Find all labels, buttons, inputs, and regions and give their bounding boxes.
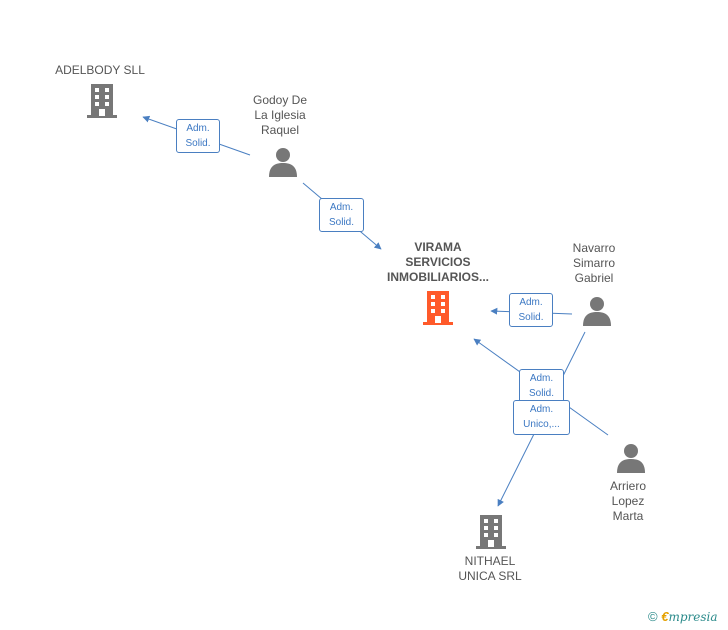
relation-line: Adm.: [529, 373, 554, 384]
node-label-virama: VIRAMA SERVICIOS INMOBILIARIOS...: [368, 240, 508, 285]
node-label-line: ADELBODY SLL: [55, 63, 145, 77]
node-label-line: Arriero: [609, 479, 646, 493]
brand-name: mpresia: [668, 610, 718, 624]
brand-logo[interactable]: © €mpresia: [648, 609, 718, 624]
relation-line: Solid.: [328, 217, 354, 228]
node-label-line: Lopez: [611, 494, 645, 508]
building-icon-main: [423, 291, 453, 325]
relation-line: Adm.: [186, 123, 210, 134]
node-label-line: SERVICIOS: [405, 255, 471, 269]
person-icon: [269, 148, 297, 177]
relation-badge[interactable]: Adm. Solid.: [519, 369, 564, 403]
brand-e: €: [661, 609, 669, 624]
relation-line: Solid.: [518, 312, 544, 323]
relation-line: Adm.: [529, 404, 554, 415]
relation-line: Adm.: [329, 202, 354, 213]
node-label-line: VIRAMA: [414, 240, 462, 254]
node-label-adelbody: ADELBODY SLL: [30, 63, 170, 78]
node-label-line: NITHAEL: [464, 554, 516, 568]
node-label-line: Raquel: [260, 123, 300, 137]
node-label-line: Gabriel: [574, 271, 614, 285]
node-label-line: Godoy De: [252, 93, 308, 107]
node-label-line: La Iglesia: [254, 108, 306, 122]
node-label-arriero: Arriero Lopez Marta: [578, 479, 678, 524]
relation-line: Solid.: [185, 138, 211, 149]
relation-line: Solid.: [528, 388, 554, 399]
building-icon: [476, 515, 506, 549]
relation-badge[interactable]: Adm. Unico,...: [513, 400, 570, 435]
node-label-nithael: NITHAEL UNICA SRL: [430, 554, 550, 584]
relation-badge[interactable]: Adm. Solid.: [319, 198, 364, 232]
node-label-line: Marta: [612, 509, 644, 523]
person-icon: [583, 297, 611, 326]
person-icon: [617, 444, 645, 473]
relation-badge[interactable]: Adm. Solid.: [176, 119, 220, 153]
node-label-line: Simarro: [572, 256, 615, 270]
node-label-godoy: Godoy De La Iglesia Raquel: [220, 93, 340, 138]
node-label-line: UNICA SRL: [458, 569, 522, 583]
relation-badge[interactable]: Adm. Solid.: [509, 293, 553, 327]
node-label-line: Navarro: [572, 241, 616, 255]
node-label-navarro: Navarro Simarro Gabriel: [544, 241, 644, 286]
relation-line: Unico,...: [523, 419, 560, 430]
copyright-icon: ©: [648, 609, 658, 624]
relation-line: Adm.: [519, 297, 543, 308]
building-icon: [87, 84, 117, 118]
node-label-line: INMOBILIARIOS...: [387, 270, 489, 284]
